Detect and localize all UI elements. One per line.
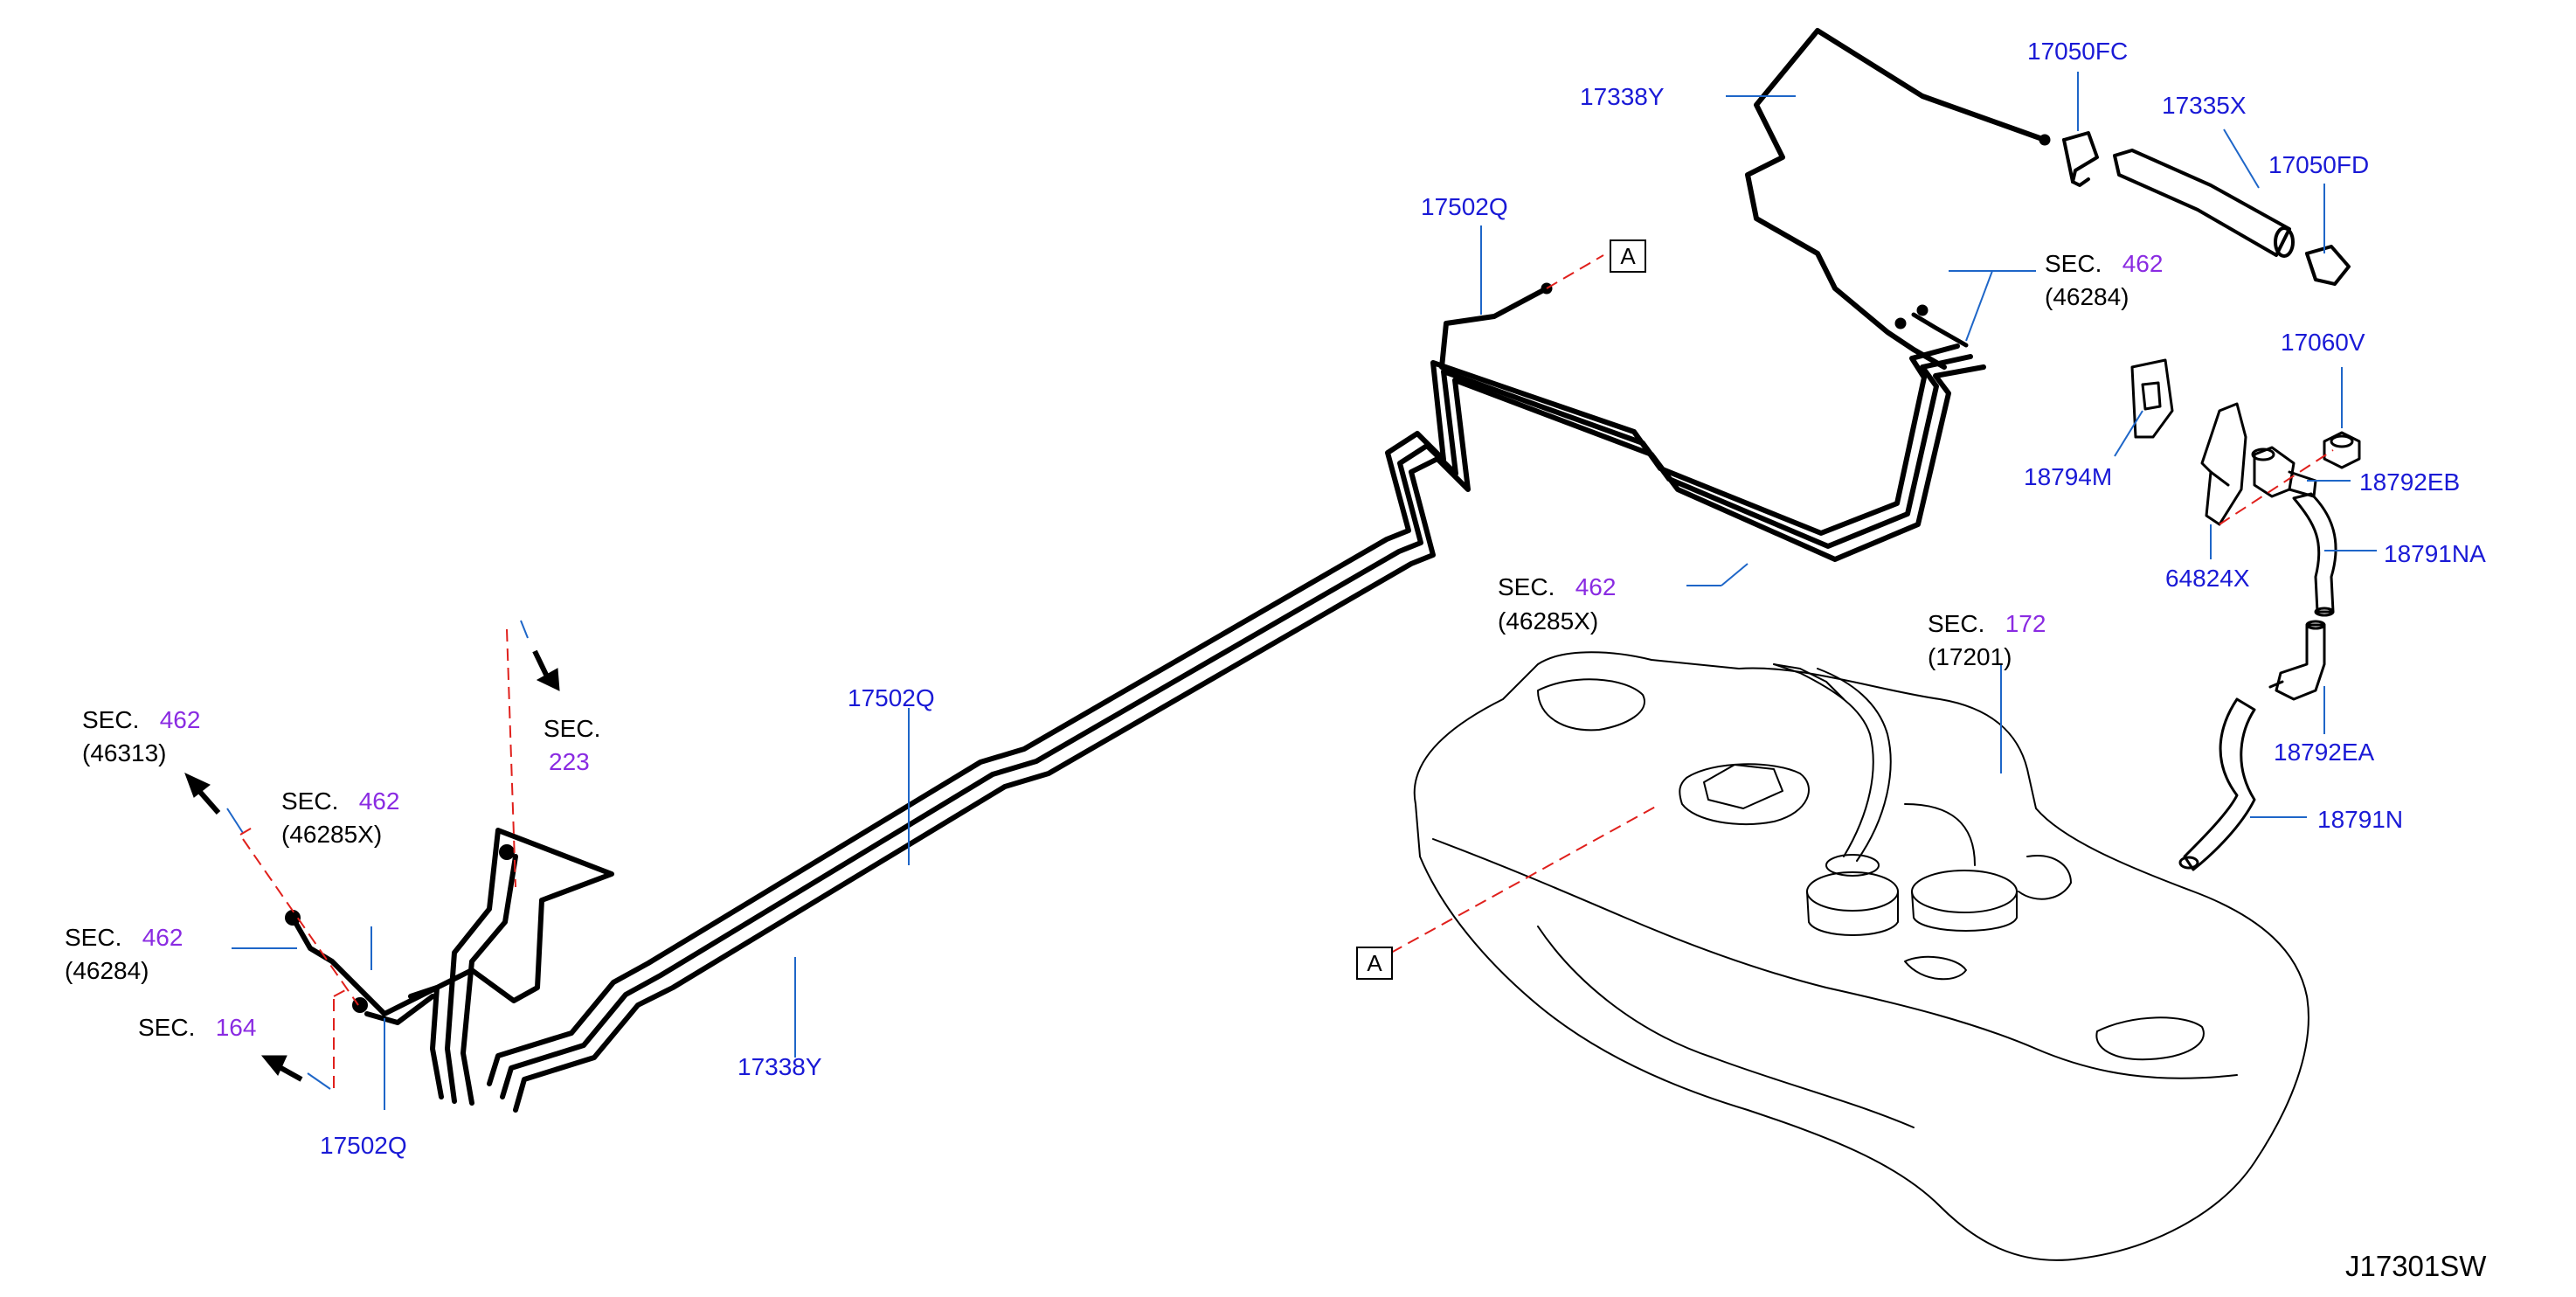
sec-number: 172 bbox=[2005, 610, 2046, 637]
sec-word: SEC. bbox=[2045, 250, 2102, 277]
sec-number: 462 bbox=[1575, 573, 1617, 600]
valve-18792EB bbox=[2251, 446, 2317, 498]
leader-lines bbox=[226, 72, 2377, 1110]
valve-18792EA bbox=[2268, 620, 2326, 701]
label-17060V: 17060V bbox=[2281, 329, 2365, 356]
sec-ref-46285X-left-code: (46285X) bbox=[281, 821, 383, 848]
hose-18791N bbox=[2178, 697, 2256, 871]
sec-number: 462 bbox=[2122, 250, 2164, 277]
hose-17335X bbox=[2113, 149, 2295, 258]
label-17338Y-bottom: 17338Y bbox=[737, 1053, 822, 1080]
tank-outline bbox=[1413, 651, 2309, 1261]
sec-number: 164 bbox=[215, 1014, 257, 1041]
sender-unit-left bbox=[1806, 871, 1899, 912]
label-18792EA: 18792EA bbox=[2274, 739, 2375, 766]
tank-recess-left bbox=[1537, 678, 1645, 732]
label-17050FC: 17050FC bbox=[2027, 38, 2129, 65]
view-mark-a-top: A bbox=[1610, 239, 1646, 273]
sec-ref-46285X-mid: SEC. 462 bbox=[1498, 575, 1616, 600]
sec-ref-46284-left: SEC. 462 bbox=[65, 926, 183, 950]
label-17338Y-top: 17338Y bbox=[1580, 83, 1665, 110]
label-18791NA: 18791NA bbox=[2384, 540, 2486, 567]
sec-ref-17201: SEC. 172 bbox=[1928, 612, 2046, 636]
sec-word: SEC. bbox=[82, 706, 140, 733]
sec-word: SEC. bbox=[1498, 573, 1555, 600]
label-18792EB: 18792EB bbox=[2359, 468, 2461, 496]
sec-number: 462 bbox=[142, 924, 184, 951]
fuel-tank bbox=[1413, 651, 2309, 1261]
sec-word: SEC. bbox=[65, 924, 122, 951]
pump-flange bbox=[1679, 763, 1810, 826]
label-17050FD: 17050FD bbox=[2268, 151, 2370, 178]
clamp-17050FC bbox=[2062, 131, 2099, 187]
sec-ref-46284-left-code: (46284) bbox=[65, 957, 149, 984]
line-17338Y-upper bbox=[1745, 28, 2047, 370]
fuel-line-bundle-17338Y-17502Q bbox=[487, 343, 1986, 1113]
bracket-18794M bbox=[2130, 358, 2174, 439]
tank-lower-contour bbox=[1537, 926, 1915, 1128]
sec-number: 462 bbox=[159, 706, 201, 733]
sec-ref-46285X-mid-code: (46285X) bbox=[1498, 607, 1599, 635]
view-mark-a-bottom: A bbox=[1356, 947, 1393, 980]
sec-ref-46313: SEC. 462 bbox=[82, 708, 200, 732]
sec-ref-17201-code: (17201) bbox=[1928, 643, 2012, 670]
label-17502Q-top: 17502Q bbox=[1421, 193, 1508, 220]
bracket-64824X bbox=[2200, 402, 2247, 526]
sec-word: SEC. bbox=[281, 787, 339, 815]
tank-tube-1 bbox=[1773, 663, 1874, 857]
label-64824X: 64824X bbox=[2165, 565, 2250, 592]
label-17502Q-mid: 17502Q bbox=[848, 684, 935, 711]
grommet-17060V bbox=[2323, 431, 2361, 469]
sec-ref-223-number: 223 bbox=[549, 748, 590, 775]
dashed-reference-lines bbox=[239, 254, 2334, 1088]
label-17335X: 17335X bbox=[2162, 92, 2247, 119]
clamp-17050FD bbox=[2305, 245, 2351, 286]
sec-ref-46313-code: (46313) bbox=[82, 739, 167, 766]
sec-ref-46284-top-code: (46284) bbox=[2045, 283, 2129, 310]
direction-arrows bbox=[184, 649, 560, 1082]
tank-recess-right bbox=[2095, 1016, 2205, 1061]
sec-ref-46285X-left: SEC. 462 bbox=[281, 789, 399, 814]
sec-ref-46284-top: SEC. 462 bbox=[2045, 252, 2163, 276]
sec-ref-164: SEC. 164 bbox=[138, 1016, 256, 1040]
sec-number: 462 bbox=[358, 787, 400, 815]
left-line-ends bbox=[285, 828, 614, 1106]
hose-18791NA bbox=[2292, 492, 2337, 617]
sec-word: SEC. bbox=[1928, 610, 1985, 637]
sec-ref-223: SEC. bbox=[544, 715, 601, 742]
pump-module-top bbox=[1703, 764, 1783, 809]
line-17502Q-top-branch bbox=[1439, 286, 1549, 370]
diagram-code: J17301SW bbox=[2345, 1250, 2487, 1282]
tank-seam bbox=[1432, 838, 2238, 1079]
label-18791N: 18791N bbox=[2317, 806, 2404, 833]
label-17502Q-bottom: 17502Q bbox=[320, 1132, 407, 1159]
sec-word: SEC. bbox=[138, 1014, 196, 1041]
sender-unit-right bbox=[1911, 870, 2018, 913]
label-18794M: 18794M bbox=[2024, 463, 2113, 490]
